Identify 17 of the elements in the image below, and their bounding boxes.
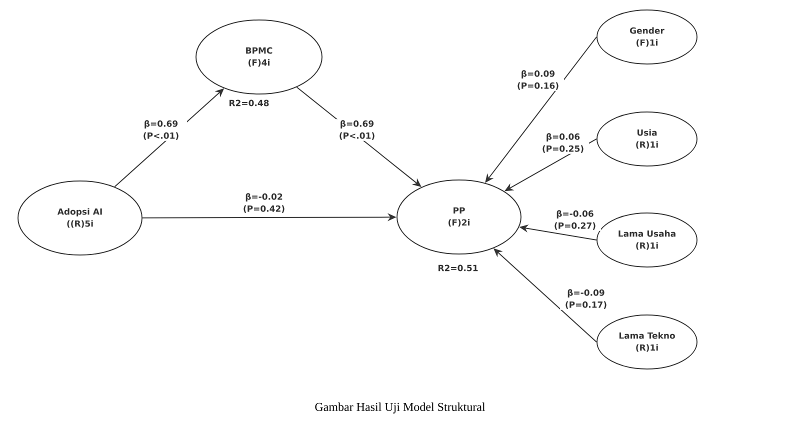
- ellipse-node: Usia (R)1i: [596, 112, 698, 166]
- ellipse-node: PP (F)2i: [396, 180, 522, 254]
- ellipse-node: Gender (F)1i: [596, 10, 698, 64]
- ellipse-node: Lama Usaha (R)1i: [596, 212, 698, 268]
- edge-label: β=-0.06 (P=0.27): [549, 209, 601, 231]
- edge-label: β=-0.09 (P=0.17): [560, 288, 612, 310]
- edge-label: β=-0.02 (P=0.42): [238, 192, 290, 214]
- ellipse-node: Lama Tekno (R)1i: [596, 314, 698, 370]
- edge-label: β=0.69 (P<.01): [331, 119, 383, 141]
- r-squared-label: R2=0.51: [438, 264, 478, 272]
- edge-label: β=0.09 (P=0.16): [512, 69, 564, 91]
- edge-label: β=0.69 (P<.01): [135, 119, 187, 141]
- ellipse-node: Adopsi AI ((R)5i: [18, 180, 142, 256]
- ellipse-node: BPMC (F)4i: [196, 20, 322, 94]
- r-squared-label: R2=0.48: [230, 100, 269, 106]
- edge-label: β=0.06 (P=0.25): [537, 132, 589, 154]
- caption: Gambar Hasil Uji Model Struktural: [315, 402, 486, 414]
